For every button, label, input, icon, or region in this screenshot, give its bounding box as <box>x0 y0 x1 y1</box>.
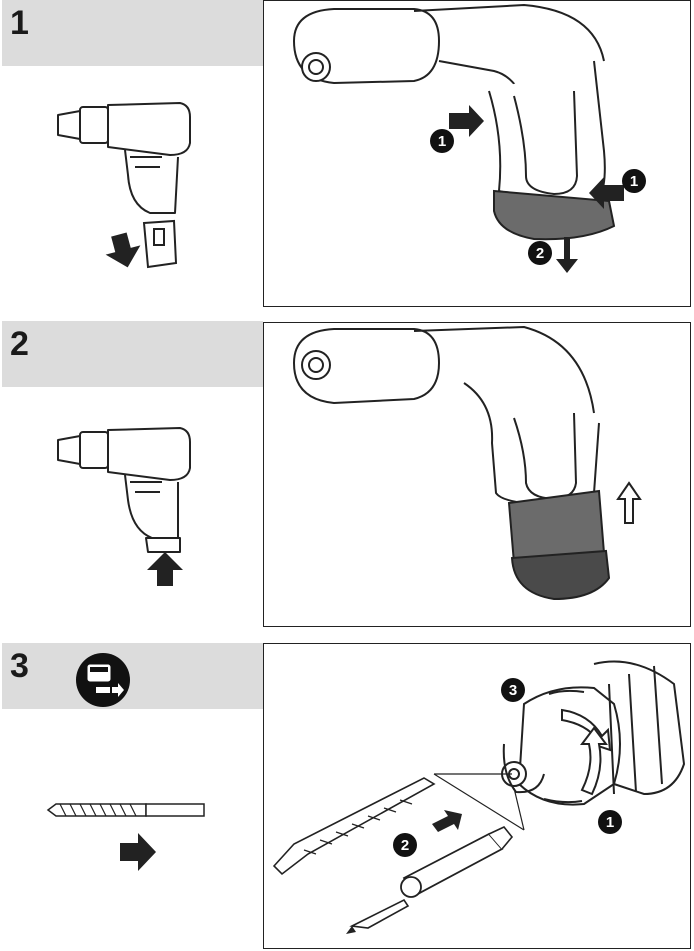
arrow-up-icon <box>145 552 185 588</box>
callout-release-left: 1 <box>438 133 446 150</box>
step-3-number: 3 <box>10 647 29 685</box>
battery-remove-icon <box>76 653 130 707</box>
step-2-number: 2 <box>10 325 29 363</box>
step-2-detail-frame <box>263 322 691 627</box>
callout-release-right: 1 <box>630 173 638 190</box>
callout-tighten: 1 <box>606 814 614 831</box>
step-1-number: 1 <box>10 4 29 42</box>
arrow-down-icon <box>105 232 145 272</box>
step-2-drill-thumbnail <box>40 420 200 560</box>
callout-insert-bit: 2 <box>401 837 409 854</box>
step-1-drill-thumbnail <box>40 95 200 285</box>
arrow-right-icon <box>120 833 158 871</box>
callout-rotate-chuck: 3 <box>509 682 517 699</box>
step-1-header: 1 <box>2 0 263 66</box>
step-3-detail-frame: 3 2 1 <box>263 643 691 949</box>
step-3-header: 3 <box>2 643 263 709</box>
drill-bit-thumbnail <box>46 798 208 822</box>
step-1-detail-frame: 1 1 2 <box>263 0 691 307</box>
step-2-header: 2 <box>2 321 263 387</box>
callout-pull-down: 2 <box>536 245 544 262</box>
